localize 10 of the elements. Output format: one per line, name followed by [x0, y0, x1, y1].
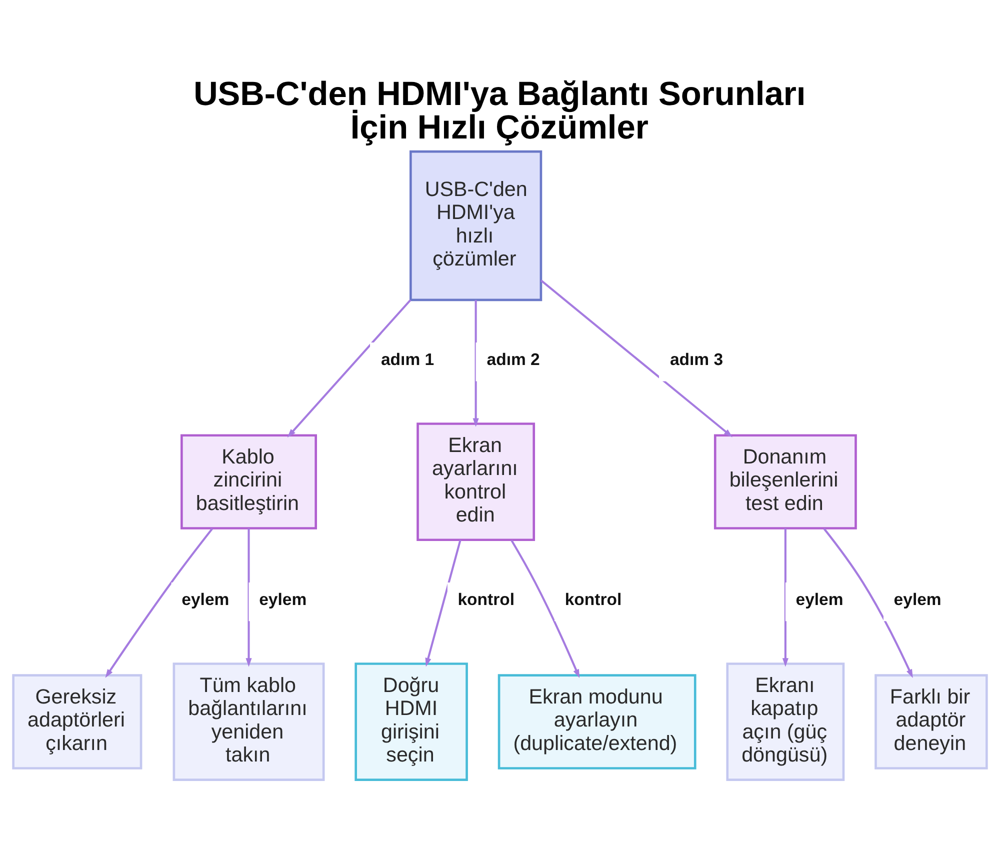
- edge-label: adım 1: [380, 350, 434, 369]
- edge-label: eylem: [182, 590, 230, 609]
- edge-label: kontrol: [564, 590, 622, 609]
- edge-label: eylem: [796, 590, 844, 609]
- edge-label: eylem: [894, 590, 942, 609]
- edge-label: eylem: [259, 590, 307, 609]
- diagram-title: USB-C'den HDMI'ya Bağlantı Sorunları İçin Hızlı Çözümler: [194, 76, 806, 146]
- edge-label: adım 2: [486, 350, 540, 369]
- edge-label: adım 3: [670, 350, 724, 369]
- edge-label: kontrol: [458, 590, 515, 609]
